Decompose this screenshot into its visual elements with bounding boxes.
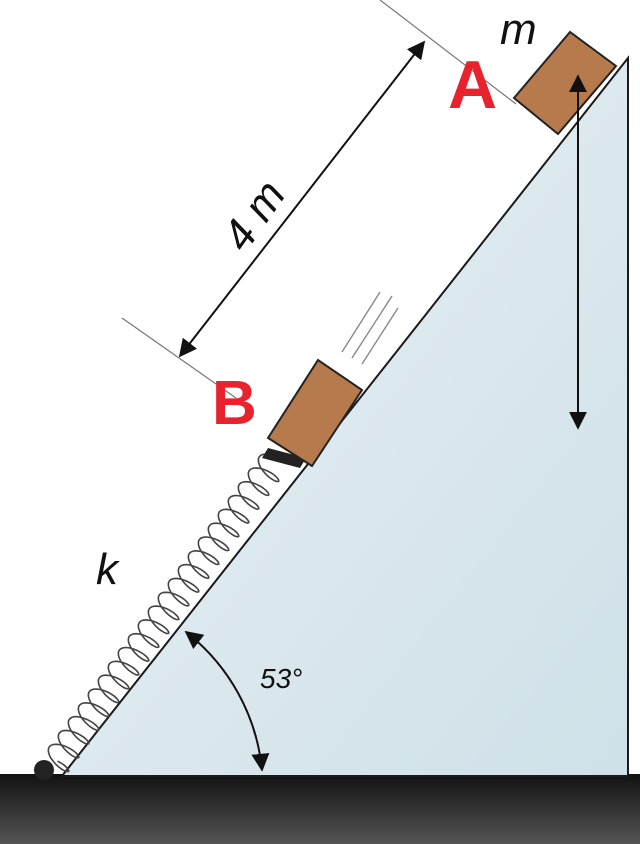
point-a-label: A xyxy=(448,47,497,123)
extension-line-b xyxy=(121,317,237,399)
angle-arc xyxy=(184,630,270,772)
block-b xyxy=(266,358,364,468)
extension-line-a xyxy=(379,0,517,105)
ground xyxy=(0,774,640,844)
mass-label: m xyxy=(500,5,537,54)
spring-cap xyxy=(262,448,306,468)
spring xyxy=(47,453,280,773)
distance-label: 4 m xyxy=(213,172,295,260)
distance-arrow xyxy=(178,40,426,358)
angle-label: 53° xyxy=(260,663,302,694)
spring-anchor xyxy=(34,760,54,780)
motion-lines xyxy=(341,291,399,365)
block-a xyxy=(512,30,618,136)
spring-constant-label: k xyxy=(96,545,120,594)
point-b-label: B xyxy=(212,369,257,438)
